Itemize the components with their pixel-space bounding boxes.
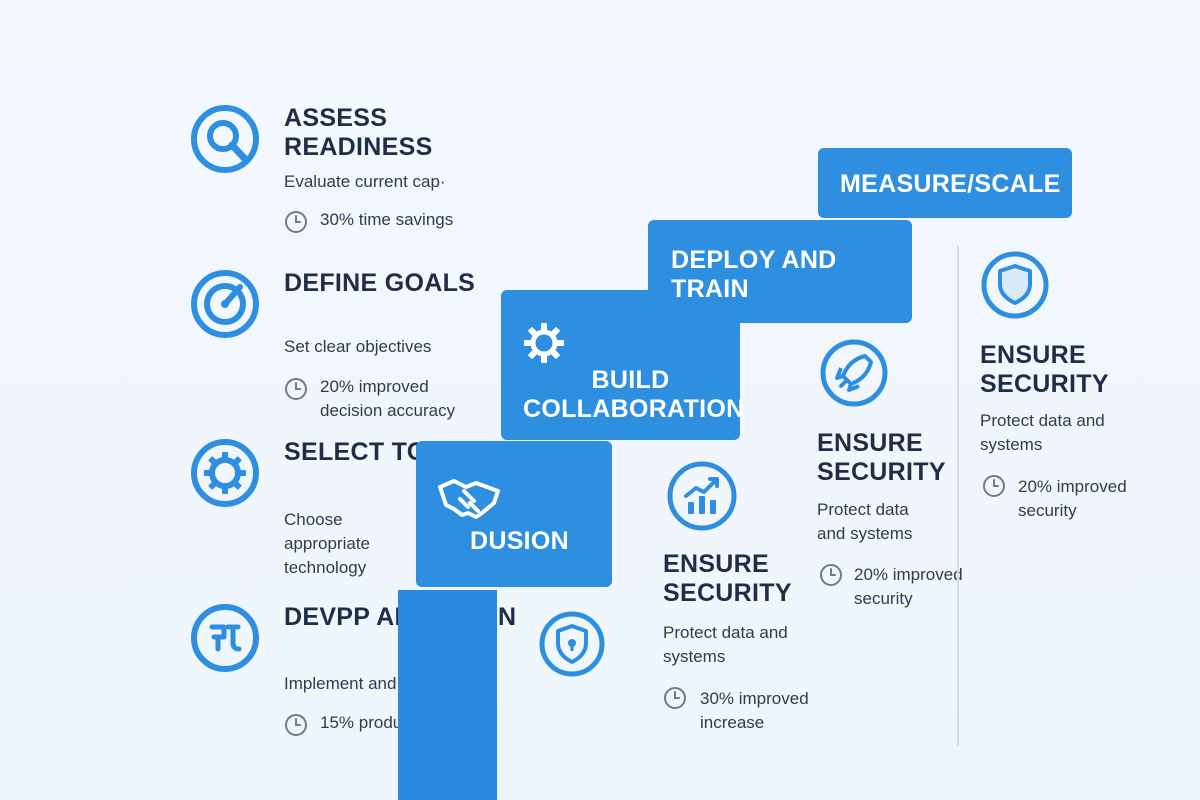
- stair-step-3: DEPLOY AND TRAIN: [648, 220, 912, 323]
- step-title: ASSESS READINESS: [284, 104, 433, 161]
- card-metric: 30% improved increase: [700, 689, 809, 732]
- stair-label: MEASURE/SCALE: [840, 170, 1061, 198]
- clock-icon: [820, 564, 842, 586]
- card-ensure-security-1: ENSURE SECURITY Protect data and systems…: [663, 460, 863, 760]
- card-description: Protect data and systems: [817, 500, 913, 543]
- stair-label: DUSION: [470, 527, 570, 555]
- clock-icon: [285, 378, 307, 400]
- shield-icon: [539, 611, 605, 677]
- stair-step-1: DUSION: [416, 441, 612, 587]
- step-description: Set clear objectives: [284, 337, 432, 356]
- card-title: ENSURE SECURITY: [980, 341, 1109, 398]
- step-description: Choose appropriate technology: [284, 510, 371, 577]
- glyph-icon: [191, 604, 259, 672]
- clock-icon: [983, 475, 1005, 497]
- chart-icon: [667, 461, 737, 531]
- shield-icon: [981, 251, 1049, 319]
- card-ensure-security-3: ENSURE SECURITY Protect data and systems…: [980, 250, 1170, 540]
- card-title: ENSURE SECURITY: [663, 550, 792, 607]
- card-description: Protect data and systems: [663, 623, 788, 666]
- stair-base: [398, 590, 497, 800]
- metric-text: 20% improved decision accuracy: [320, 377, 456, 420]
- card-metric: 20% improved security: [1018, 477, 1127, 520]
- stair-label: DEPLOY AND TRAIN: [671, 246, 837, 303]
- metric-text: 30% time savings: [320, 210, 454, 229]
- gear-icon: [524, 323, 564, 363]
- target-icon: [191, 270, 259, 338]
- handshake-icon: [438, 479, 500, 519]
- rocket-icon: [820, 339, 888, 407]
- divider: [957, 246, 959, 746]
- stair-label: BUILD COLLABORATION: [523, 366, 745, 423]
- card-description: Protect data and systems: [980, 411, 1105, 454]
- clock-icon: [285, 714, 307, 736]
- card-ensure-security-2: ENSURE SECURITY Protect data and systems…: [817, 338, 963, 628]
- stair-step-4: MEASURE/SCALE: [818, 148, 1072, 218]
- search-icon: [191, 105, 259, 173]
- step-title: DEFINE GOALS: [284, 269, 476, 297]
- clock-icon: [664, 687, 686, 709]
- clock-icon: [285, 211, 307, 233]
- card-title: ENSURE SECURITY: [817, 429, 946, 486]
- step-description: Evaluate current cap·: [284, 172, 446, 191]
- card-metric: 20% improved security: [854, 565, 963, 608]
- gear-icon: [191, 439, 259, 507]
- stair-step-2: BUILD COLLABORATION: [501, 290, 745, 440]
